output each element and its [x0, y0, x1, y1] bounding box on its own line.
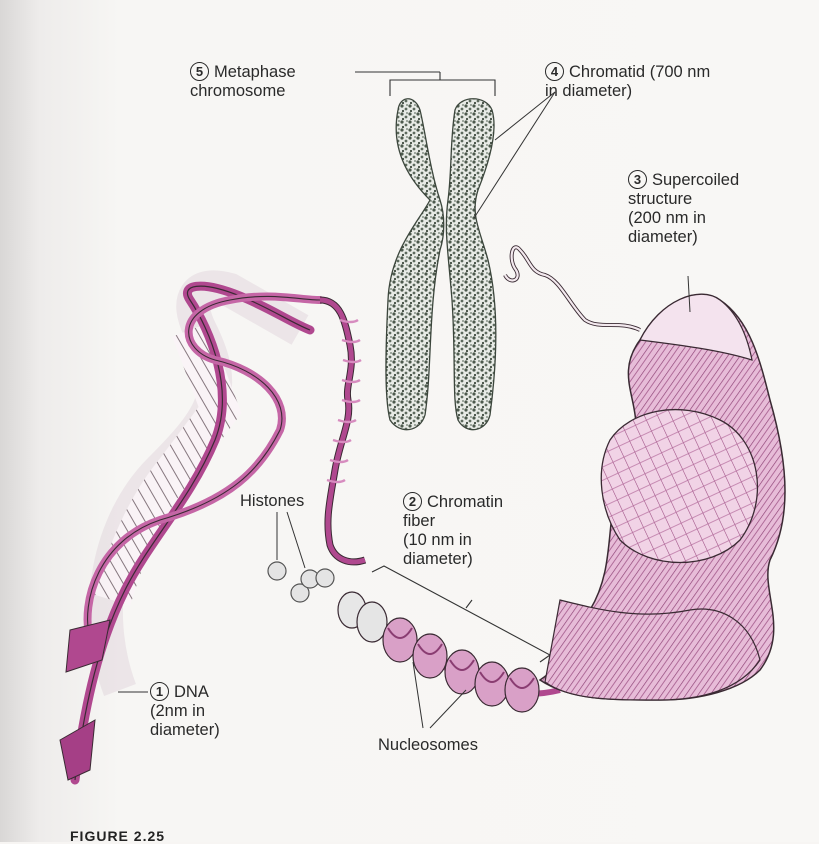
- label-histones: Histones: [240, 492, 304, 511]
- label-histones-text: Histones: [240, 492, 304, 510]
- metaphase-chromosome: [355, 72, 555, 430]
- step-number-3: 3: [628, 170, 647, 189]
- histone-spheres: [268, 562, 334, 602]
- step-number-2: 2: [403, 492, 422, 511]
- chromatin-fiber: [338, 592, 560, 712]
- label-nucleosomes: Nucleosomes: [378, 736, 478, 755]
- step-number-5: 5: [190, 62, 209, 81]
- step-number-1: 1: [150, 682, 169, 701]
- label-chromatid-text: Chromatid (700 nm in diameter): [545, 63, 710, 100]
- step-number-4: 4: [545, 62, 564, 81]
- dna-coil: [320, 300, 365, 562]
- label-nucleosomes-text: Nucleosomes: [378, 736, 478, 754]
- histones-pointer-lines: [277, 512, 305, 568]
- supercoiled-structure: [505, 247, 785, 700]
